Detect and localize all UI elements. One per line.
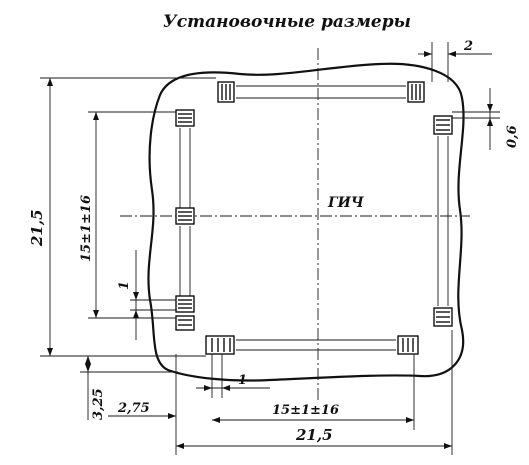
dim-bottom-pitch [212, 354, 415, 430]
bottom-pin-row [205, 335, 419, 355]
dim-bottom-overall [176, 330, 453, 455]
dim-bottom-overall-label: 21,5 [295, 426, 333, 444]
dim-bottom-vertical-label: 3,25 [91, 388, 106, 420]
dim-bottom-left-offset-label: 2,75 [117, 401, 150, 416]
left-pin-column [175, 109, 195, 331]
dim-bottom-vertical [80, 356, 178, 420]
dim-right-offset [452, 88, 500, 150]
dim-bottom-pin-width-label: 1 [238, 373, 247, 388]
dim-left-pin-width [130, 250, 176, 340]
dim-left-pitch [88, 111, 176, 319]
dim-bottom-pin-width [196, 354, 270, 398]
dim-left-overall-label: 21,5 [28, 209, 46, 247]
right-pin-column [433, 115, 453, 327]
dim-right-offset-label: 0,6 [505, 125, 520, 148]
chip-label: ГИЧ [327, 195, 365, 211]
dim-top-right-gap-label: 2 [463, 39, 473, 54]
package-outline [147, 62, 465, 382]
dim-left-pitch-label: 15±1±16 [79, 195, 94, 262]
dim-bottom-left-offset [108, 354, 177, 455]
dim-bottom-pitch-label: 15±1±16 [272, 403, 339, 418]
top-pin-row [217, 81, 425, 103]
dim-left-pin-width-label: 1 [117, 281, 132, 290]
dim-left-overall [40, 77, 216, 357]
diagram-title: Установочные размеры [163, 12, 411, 32]
dim-top-right-gap [418, 42, 492, 82]
